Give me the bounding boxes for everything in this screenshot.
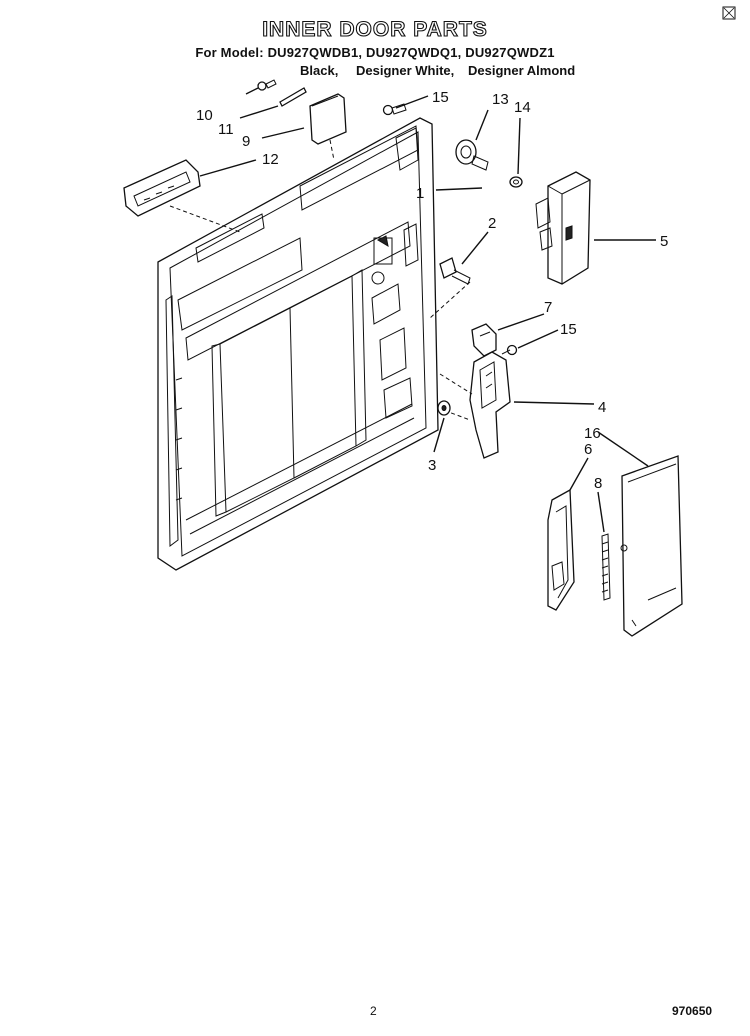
- callout-7: 7: [544, 299, 552, 316]
- callout-15-top: 15: [432, 89, 449, 106]
- callout-13: 13: [492, 91, 509, 108]
- callout-14: 14: [514, 99, 531, 116]
- color-designer-white: Designer White,: [356, 63, 455, 78]
- callout-leaders: [199, 87, 656, 533]
- callout-5: 5: [660, 233, 668, 250]
- model-list: For Model: DU927QWDB1, DU927QWDQ1, DU927…: [195, 45, 555, 60]
- side-trim-6: [547, 488, 575, 611]
- callout-15-lower: 15: [560, 321, 577, 338]
- callout-9: 9: [242, 133, 250, 150]
- inner-door-panel: [157, 117, 439, 571]
- vent-handle-part: [123, 159, 241, 233]
- callout-8: 8: [594, 475, 602, 492]
- callout-6: 6: [584, 441, 592, 458]
- callout-4: 4: [598, 399, 606, 416]
- page-number: 2: [370, 1004, 377, 1018]
- page-title: INNER DOOR PARTS: [262, 17, 488, 41]
- gasket-strip-8: [601, 533, 611, 601]
- callout-12: 12: [262, 151, 279, 168]
- document-code: 970650: [672, 1004, 713, 1018]
- door-latch: [437, 351, 511, 459]
- clip-part-7: [471, 323, 518, 357]
- color-designer-almond: Designer Almond: [468, 63, 576, 78]
- callout-11: 11: [218, 121, 234, 138]
- callout-3: 3: [428, 457, 436, 474]
- knob-and-washer: [455, 139, 523, 188]
- color-black: Black,: [300, 63, 339, 78]
- callout-2: 2: [488, 215, 496, 232]
- outer-panel-16: [620, 455, 683, 637]
- callout-10: 10: [196, 107, 213, 124]
- callout-1: 1: [416, 185, 424, 202]
- callout-16: 16: [584, 425, 601, 442]
- corner-registration-mark: [722, 6, 736, 20]
- door-roller: [437, 400, 451, 416]
- small-parts-top-left: [257, 79, 347, 161]
- latch-part-2: [429, 257, 471, 319]
- screw-top: [382, 103, 407, 116]
- dispenser-housing: [535, 171, 591, 285]
